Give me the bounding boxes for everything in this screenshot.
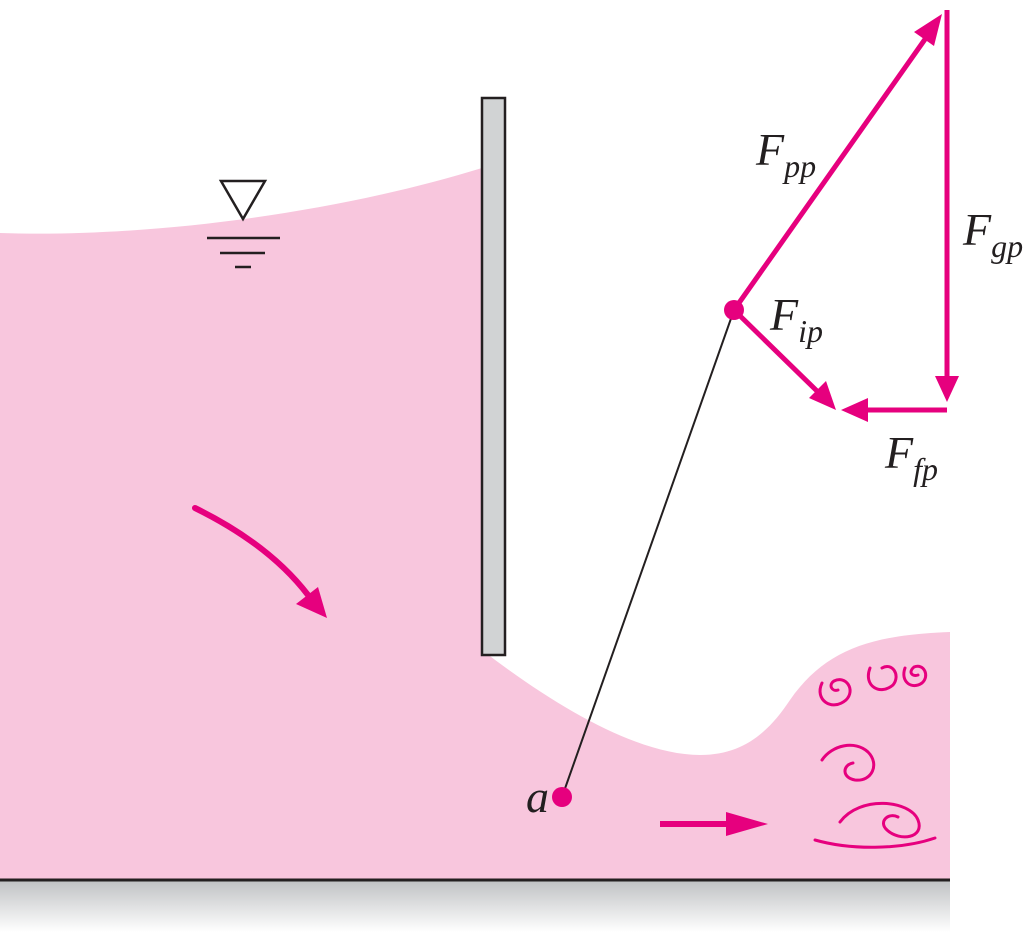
connector-line — [561, 309, 735, 798]
label-F-fp: Ffp — [884, 427, 938, 487]
force-origin-marker — [724, 300, 744, 320]
swirl-icon — [813, 664, 937, 849]
point-a-marker — [552, 787, 572, 807]
force-ip-vector — [732, 308, 836, 410]
force-pp-vector — [731, 14, 942, 312]
free-surface-triangle-icon — [207, 179, 280, 269]
force-fp-vector — [841, 398, 947, 422]
label-F-pp: Fpp — [755, 124, 816, 184]
upstream-water — [0, 168, 482, 655]
sluice-gate — [480, 96, 507, 657]
upstream-flow-arrow-icon — [192, 505, 327, 618]
label-F-ip: Fip — [769, 289, 823, 349]
point-a-label: a — [526, 771, 549, 822]
label-F-gp: Fgp — [962, 204, 1023, 264]
downstream-water — [0, 632, 950, 880]
channel-floor-shading — [0, 880, 950, 932]
force-gp-vector — [935, 10, 959, 402]
downstream-flow-arrow-icon — [660, 812, 768, 836]
